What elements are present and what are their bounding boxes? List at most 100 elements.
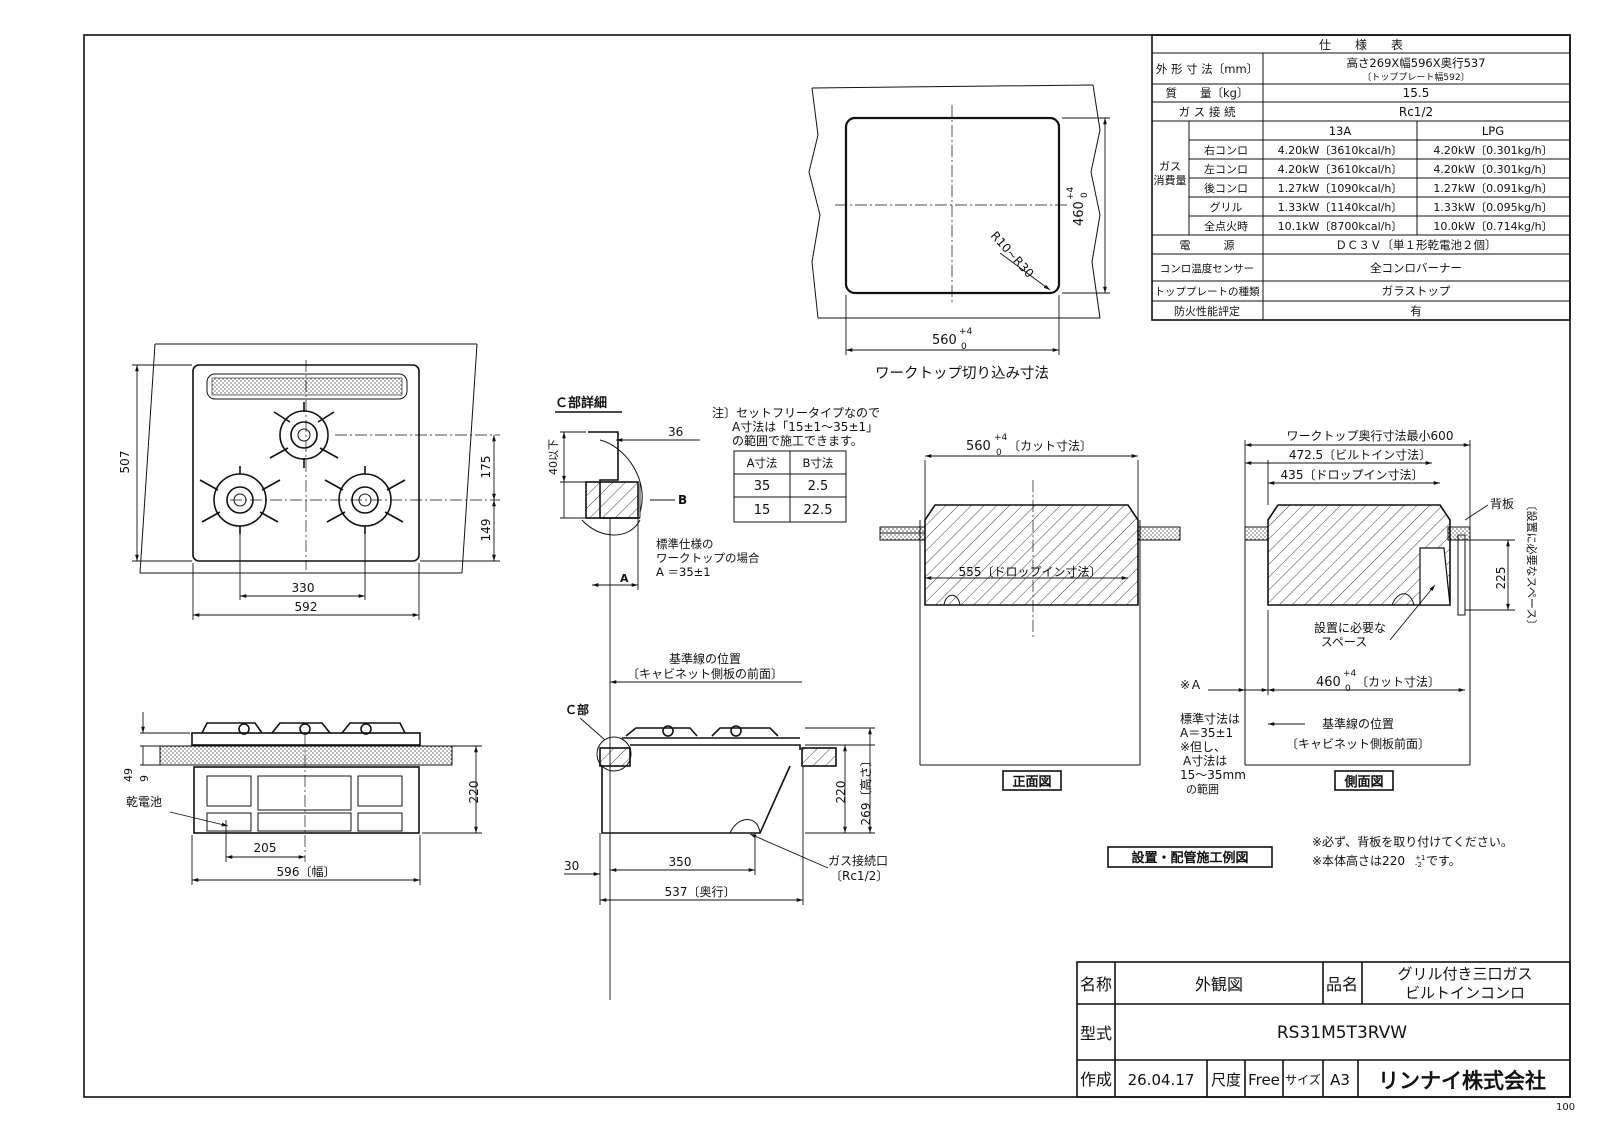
install-section-title: 設置・配管施工例図 xyxy=(1131,850,1248,866)
gas-row-13a: 4.20kW〔3610kcal/h〕 xyxy=(1278,144,1403,157)
is-backboard: 背板 xyxy=(1490,497,1514,511)
install-side-view: ワークトップ奥行寸法最小600 472.5〔ビルトイン寸法〕 435〔ドロップイ… xyxy=(1180,429,1539,791)
warn-height-tol: +1 xyxy=(1415,854,1425,862)
if-dim-cut: 〔カット寸法〕 xyxy=(1008,439,1092,453)
c-dim-36: 36 xyxy=(668,425,683,439)
ab-cell: 2.5 xyxy=(808,479,829,494)
if-dim-tol0: 0 xyxy=(996,448,1002,458)
if-dim-555: 555〔ドロップイン寸法〕 xyxy=(959,565,1102,579)
sheet-border xyxy=(83,34,1571,1098)
ab-head-a: A寸法 xyxy=(747,456,778,470)
gas-row-label: グリル xyxy=(1210,200,1243,214)
gas-row: 左コンロ 4.20kW〔3610kcal/h〕 4.20kW〔0.301kg/h… xyxy=(1204,163,1553,176)
side-dim-220: 220 xyxy=(834,781,848,804)
is-star-a: ※Ａ xyxy=(1180,678,1202,692)
top-dim-330: 330 xyxy=(292,581,315,595)
gas-row-13a: 4.20kW〔3610kcal/h〕 xyxy=(1278,163,1403,176)
spec-value-plate: ガラストップ xyxy=(1382,284,1451,298)
side-dim-30: 30 xyxy=(564,859,579,873)
top-dim-149: 149 xyxy=(479,519,493,542)
ab-table: A寸法 B寸法 35 2.5 15 22.5 xyxy=(733,450,847,523)
front-dim-220: 220 xyxy=(467,781,481,804)
tb-company-logo: リンナイ株式会社 xyxy=(1378,1069,1546,1093)
is-dim-tol0: 0 xyxy=(1345,684,1351,694)
cutout-depth-tol: +4 xyxy=(1066,186,1076,200)
std-note-6: の範囲 xyxy=(1186,782,1219,796)
side-dim-537: 537〔奥行〕 xyxy=(665,885,736,899)
is-dim-min600: ワークトップ奥行寸法最小600 xyxy=(1287,429,1454,443)
tb-product-2: ビルトインコンロ xyxy=(1405,984,1525,1002)
front-dim-205: 205 xyxy=(254,841,277,855)
gas-row-label: 後コンロ xyxy=(1204,181,1248,195)
gas-row-lpg: 1.27kW〔0.091kg/h〕 xyxy=(1433,182,1552,195)
side-gas-2: 〔Rc1/2〕 xyxy=(830,869,888,883)
cutout-width-tol0: 0 xyxy=(961,342,967,352)
spec-value-power: ＤＣ３Ｖ〔単１形乾電池２個〕 xyxy=(1336,238,1497,252)
spec-value-weight: 15.5 xyxy=(1403,86,1430,100)
if-dim-tol: +4 xyxy=(994,433,1008,443)
c-note-1: 注〕セットフリータイプなので xyxy=(712,405,880,420)
front-dim-49: 49 xyxy=(122,768,135,782)
title-block: 名称 外観図 品名 グリル付き三口ガス ビルトインコンロ 型式 RS31M5T3… xyxy=(1076,961,1575,1113)
top-dim-175: 175 xyxy=(479,456,493,479)
tb-model-label: 型式 xyxy=(1080,1024,1112,1043)
is-ref-1: 基準線の位置 xyxy=(1322,716,1394,731)
ab-head-b: B寸法 xyxy=(803,456,834,470)
side-c-label: Ｃ部 xyxy=(565,702,589,717)
side-view: Ｃ部 350 537〔奥行〕 30 220 269〔高さ〕 ガス接続口 〔Rc1… xyxy=(564,702,888,905)
c-label-b: B xyxy=(678,493,687,507)
c-detail: Ｃ部詳細 36 40以下 B A 標準仕様の ワークトップの場合 A ＝35±1… xyxy=(547,395,880,1000)
if-dim-560: 560 xyxy=(966,439,991,454)
gas-row-label: 全点火時 xyxy=(1204,219,1248,233)
tb-size-label: サイズ xyxy=(1285,1072,1321,1087)
side-dim-269: 269〔高さ〕 xyxy=(858,755,873,826)
tb-sheet-mark: 100 xyxy=(1556,1102,1575,1113)
cutout-width: 560 xyxy=(932,333,957,348)
std-note-3: ※但し、 xyxy=(1180,740,1226,754)
std-note-2: A＝35±1 xyxy=(1180,726,1233,740)
tb-scale-label: 尺度 xyxy=(1211,1071,1241,1089)
is-dim-tol: +4 xyxy=(1343,669,1357,679)
std-note-1: 標準寸法は xyxy=(1180,711,1240,726)
ab-cell: 22.5 xyxy=(804,503,833,518)
ab-cell: 35 xyxy=(754,479,771,494)
top-view: 507 175 149 330 592 xyxy=(118,343,500,620)
spec-label-fire: 防火性能評定 xyxy=(1174,304,1240,318)
gas-row-13a: 1.27kW〔1090kcal/h〕 xyxy=(1278,182,1403,195)
front-view: 49 9 220 205 596〔幅〕 乾電池 xyxy=(122,712,482,885)
spec-label-power: 電 源 xyxy=(1180,238,1235,252)
spec-label-weight: 質 量〔kg〕 xyxy=(1166,86,1249,100)
if-label: 正面図 xyxy=(1012,775,1051,790)
spec-label-gas: ガ ス 接 続 xyxy=(1179,105,1236,119)
cutout-depth: 460 xyxy=(1072,201,1087,226)
side-gas-1: ガス接続口 xyxy=(828,853,888,868)
gas-row-13a: 1.33kW〔1140kcal/h〕 xyxy=(1278,201,1403,214)
gas-row-lpg: 4.20kW〔0.301kg/h〕 xyxy=(1433,163,1552,176)
gas-row-lpg: 1.33kW〔0.095kg/h〕 xyxy=(1433,201,1552,214)
gas-row-label: 右コンロ xyxy=(1204,143,1248,157)
tb-scale-value: Free xyxy=(1248,1071,1280,1089)
tb-model-value: RS31M5T3RVW xyxy=(1277,1023,1407,1043)
is-dim-472: 472.5〔ビルトイン寸法〕 xyxy=(1289,448,1431,462)
is-dim-225: 225 xyxy=(1494,567,1508,590)
std-note-5: 15～35mm xyxy=(1180,768,1246,782)
gas-row-13a: 10.1kW〔8700kcal/h〕 xyxy=(1278,220,1403,233)
c-ref-2: 〔キャビネット側板の前面〕 xyxy=(627,666,783,681)
cutout-radius: R10~R30 xyxy=(988,229,1037,281)
c-note-3: の範囲で施工できます。 xyxy=(732,433,863,448)
gas-row-lpg: 4.20kW〔0.301kg/h〕 xyxy=(1433,144,1552,157)
spec-header: 仕 様 表 xyxy=(1319,38,1403,52)
gas-row: 右コンロ 4.20kW〔3610kcal/h〕 4.20kW〔0.301kg/h… xyxy=(1204,143,1553,157)
cutout-width-tol: +4 xyxy=(959,327,973,337)
std-note-4: A寸法は xyxy=(1183,754,1227,768)
gas-row-lpg: 10.0kW〔0.714kg/h〕 xyxy=(1433,220,1552,233)
gas-row: 後コンロ 1.27kW〔1090kcal/h〕 1.27kW〔0.091kg/h… xyxy=(1204,181,1553,195)
top-dim-592: 592 xyxy=(295,600,318,614)
c-std-note-3: A ＝35±1 xyxy=(656,565,711,579)
gas-group-label-1: ガス xyxy=(1159,160,1181,173)
c-ref-1: 基準線の位置 xyxy=(669,651,741,666)
warn-backboard: ※必ず、背板を取り付けてください。 xyxy=(1312,835,1513,849)
gas-group-label-2: 消費量 xyxy=(1154,173,1187,187)
c-dim-40: 40以下 xyxy=(547,439,560,475)
